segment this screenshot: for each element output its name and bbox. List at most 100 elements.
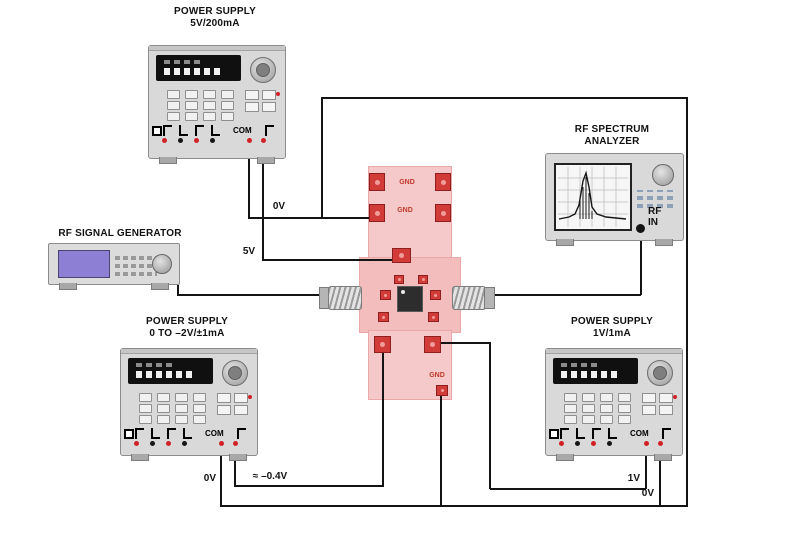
ps-left-caption-line1: POWER SUPPLY — [145, 316, 229, 327]
terminal-dot-red — [559, 441, 564, 446]
ps-right-caption: POWER SUPPLY 1V/1mA — [532, 316, 692, 340]
wire-1v-pad-horizontal — [439, 342, 491, 344]
wire-ground-top-rail — [321, 97, 688, 99]
board-pad-gnd — [436, 385, 448, 396]
terminal-dot-black — [182, 441, 187, 446]
analyzer-caption: RF SPECTRUM ANALYZER — [532, 124, 692, 148]
terminal-dot-black — [178, 138, 183, 143]
device-foot — [654, 454, 672, 461]
rf-in-label: RF IN — [648, 206, 661, 228]
wire-label-neg04: ≈ –0.4V — [252, 471, 288, 482]
ps-top-caption-line2: 5V/200mA — [190, 18, 240, 29]
psu-left-display — [128, 358, 213, 384]
wire-label-0v-top: 0V — [272, 201, 286, 212]
rf-in-line1: RF — [648, 206, 662, 217]
generator-display — [58, 250, 110, 278]
wire-board-gnd-vertical — [440, 392, 442, 507]
terminal-icon — [151, 428, 160, 439]
psu-right-com-label: COM — [630, 429, 649, 438]
terminal-dot-black — [150, 441, 155, 446]
terminal-dot-red — [591, 441, 596, 446]
analyzer-caption-line1: RF SPECTRUM — [574, 124, 650, 135]
terminal-dot-red — [134, 441, 139, 446]
board-pad — [435, 204, 451, 222]
board-gnd-label-top: GND — [399, 179, 415, 186]
ps-left-caption-line2: 0 TO –2V/±1mA — [149, 328, 225, 339]
board-pad — [435, 173, 451, 191]
psu-top-button-row — [167, 101, 234, 110]
wire-ground-branch — [321, 97, 323, 219]
wire-rf-out-horizontal — [492, 294, 641, 296]
terminal-icon — [662, 428, 671, 439]
psu-right-output-buttons — [642, 405, 673, 415]
terminal-dot-red — [247, 138, 252, 143]
terminal-dot-black — [607, 441, 612, 446]
wire-0v-right-vertical — [659, 443, 661, 507]
psu-right-display — [553, 358, 638, 384]
psu-right-button-row — [564, 393, 631, 402]
ps-right-caption-line1: POWER SUPPLY — [570, 316, 654, 327]
wire-ground-bottom-rail — [220, 505, 688, 507]
terminal-icon — [163, 125, 172, 136]
ps-left-caption: POWER SUPPLY 0 TO –2V/±1mA — [107, 316, 267, 340]
psu-top-output-buttons — [245, 102, 276, 112]
led-icon — [276, 92, 280, 96]
terminal-dot-red — [233, 441, 238, 446]
psu-left-button-row — [139, 404, 206, 413]
terminal-dot-red — [644, 441, 649, 446]
device-foot — [556, 454, 574, 461]
device-foot — [257, 157, 275, 164]
wire-neg04-riser — [382, 351, 384, 486]
psu-left-com-label: COM — [205, 429, 224, 438]
board-pad — [380, 290, 391, 300]
signal-generator-caption: RF SIGNAL GENERATOR — [40, 228, 200, 240]
wire-0v-top-vertical — [248, 140, 250, 219]
device-foot — [151, 283, 169, 290]
wire-1v-vertical — [645, 443, 647, 489]
wire-label-5v: 5V — [242, 246, 256, 257]
terminal-icon — [560, 428, 569, 439]
wire-rf-out-vertical — [640, 232, 642, 295]
psu-left-button-row — [139, 393, 206, 402]
wire-0v-left-vertical — [220, 443, 222, 507]
generator-knob — [152, 254, 172, 274]
psu-top-com-label: COM — [233, 126, 252, 135]
psu-right-power-button — [549, 429, 559, 439]
wire-rf-gen-vertical — [177, 280, 179, 296]
psu-left-power-button — [124, 429, 134, 439]
analyzer-caption-line2: ANALYZER — [584, 136, 640, 147]
power-supply-right: COM — [545, 348, 683, 461]
board-pad-1v — [424, 336, 441, 353]
terminal-dot-red — [658, 441, 663, 446]
rf-signal-generator — [48, 243, 180, 290]
terminal-icon — [167, 428, 176, 439]
board-pad — [428, 312, 439, 322]
device-foot — [655, 239, 673, 246]
psu-right-knob — [647, 360, 673, 386]
ps-top-caption-line1: POWER SUPPLY — [173, 6, 257, 17]
device-foot — [131, 454, 149, 461]
rf-in-line2: IN — [648, 217, 658, 228]
board-pad — [378, 312, 389, 322]
board-pad — [430, 290, 441, 300]
ps-right-caption-line2: 1V/1mA — [593, 328, 631, 339]
terminal-dot-black — [575, 441, 580, 446]
led-icon — [248, 395, 252, 399]
analyzer-knob — [652, 164, 674, 186]
board-pad — [394, 275, 404, 284]
terminal-icon — [195, 125, 204, 136]
terminal-icon — [179, 125, 188, 136]
psu-right-button-row — [564, 415, 631, 424]
psu-top-knob — [250, 57, 276, 83]
led-icon — [673, 395, 677, 399]
terminal-dot-red — [162, 138, 167, 143]
rf-in-connector-icon — [636, 224, 645, 233]
terminal-icon — [237, 428, 246, 439]
signal-generator-caption-line1: RF SIGNAL GENERATOR — [58, 228, 182, 239]
terminal-icon — [608, 428, 617, 439]
wire-label-0v-right: 0V — [641, 488, 654, 499]
psu-left-output-buttons — [217, 393, 248, 403]
board-gnd-label-mid: GND — [397, 207, 413, 214]
terminal-dot-red — [261, 138, 266, 143]
